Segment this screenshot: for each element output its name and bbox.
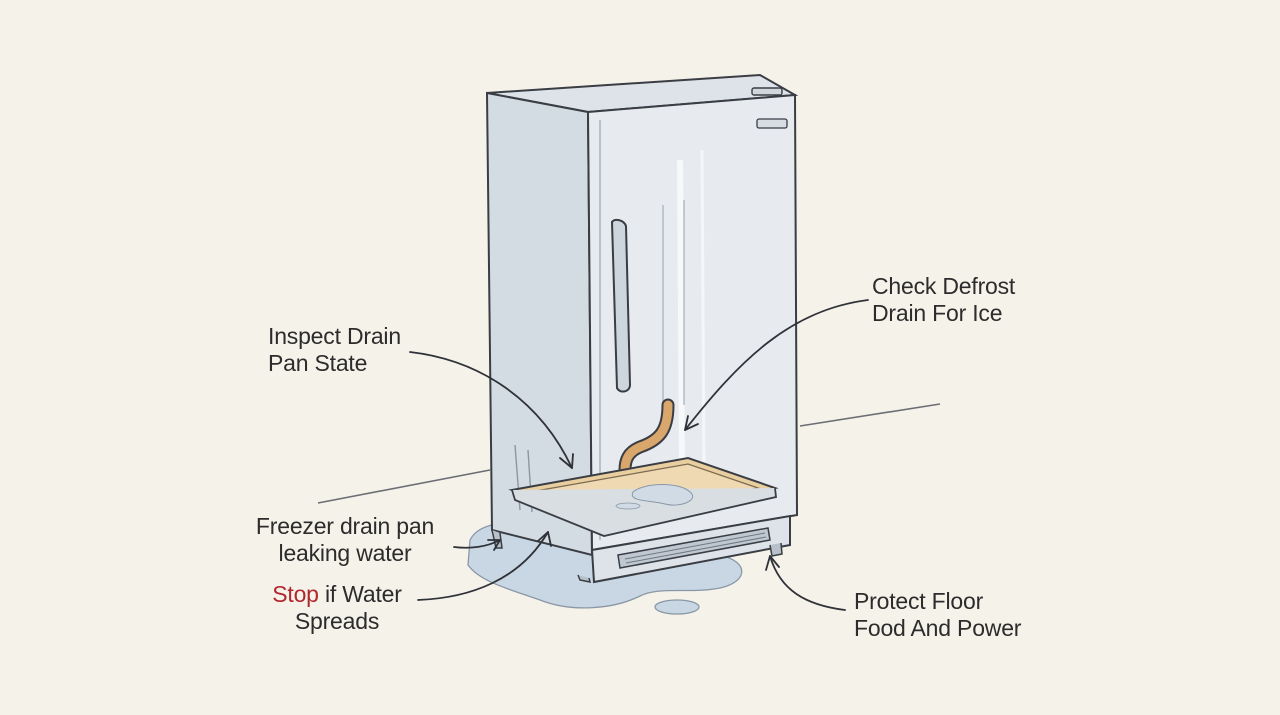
stop-rest: if Water xyxy=(318,581,402,607)
callout-check-defrost-drain: Check Defrost Drain For Ice xyxy=(872,273,1015,327)
drain-pan xyxy=(508,456,779,537)
callout-inspect-line1: Inspect Drain xyxy=(268,323,401,349)
callout-stop-if-water-spreads: Stop if Water Spreads xyxy=(262,581,412,635)
leader-arrows xyxy=(409,299,869,611)
drain-tube xyxy=(618,398,675,477)
callout-protect-line1: Protect Floor xyxy=(854,588,984,614)
callout-check-defrost-line2: Drain For Ice xyxy=(872,300,1003,326)
callout-stop-line2: Spreads xyxy=(294,608,380,634)
callout-leaking-water: Freezer drain pan leaking water xyxy=(252,513,438,567)
callout-inspect-line2: Pan State xyxy=(268,350,368,376)
callout-stop-line1: Stop if Water xyxy=(262,581,412,608)
callout-inspect-drain-pan: Inspect Drain Pan State xyxy=(268,323,401,377)
callout-protect-floor: Protect Floor Food And Power xyxy=(854,588,1021,642)
callout-leak-line1: Freezer drain pan xyxy=(255,513,435,539)
callout-leak-line2: leaking water xyxy=(278,540,412,566)
stop-emphasis: Stop xyxy=(272,581,319,607)
callout-check-defrost-line1: Check Defrost xyxy=(872,273,1016,299)
callout-protect-line2: Food And Power xyxy=(854,615,1022,641)
